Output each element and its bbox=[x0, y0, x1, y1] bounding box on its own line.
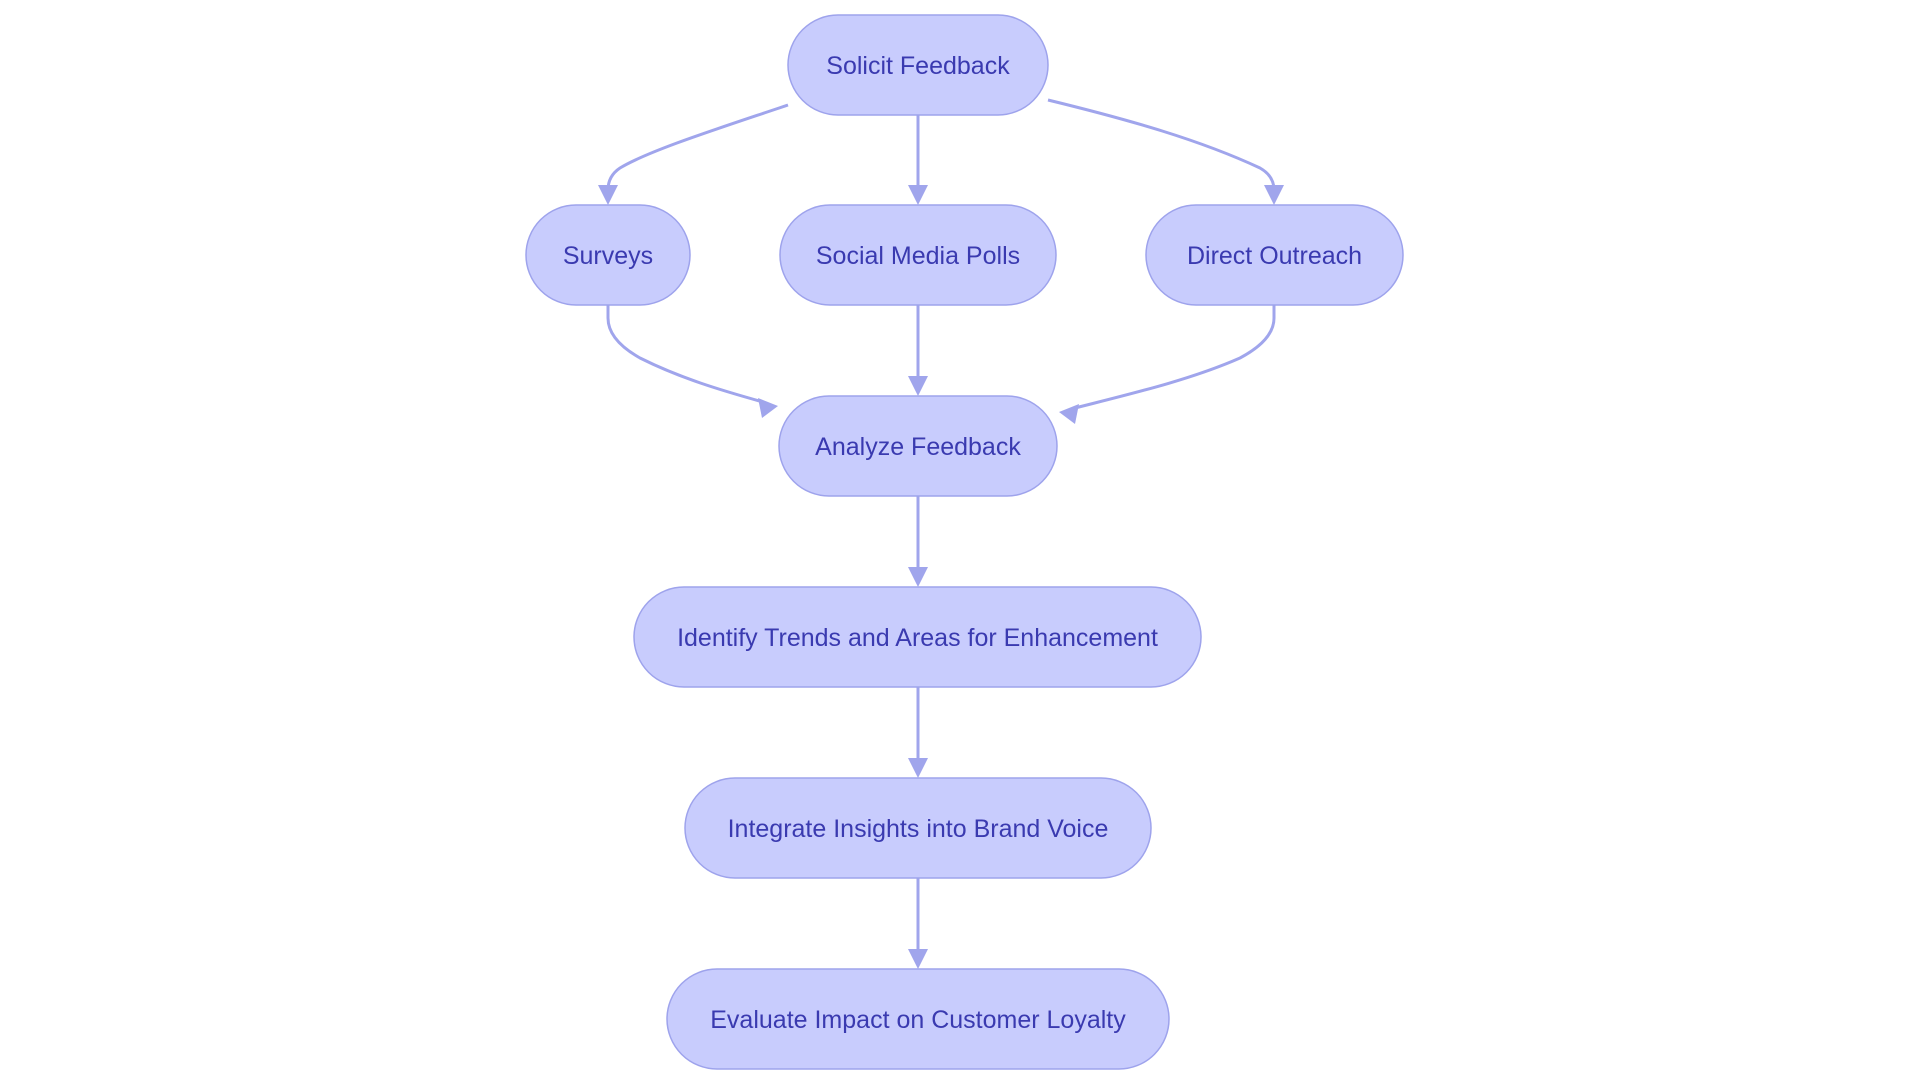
node-box bbox=[633, 586, 1202, 688]
node-label: Surveys bbox=[563, 242, 653, 270]
edges-layer bbox=[598, 98, 1284, 969]
node-box bbox=[525, 204, 691, 306]
edge-solicit-outreach bbox=[1047, 98, 1284, 205]
edge-outreach-analyze bbox=[1059, 305, 1276, 424]
edge-identify-integrate bbox=[908, 687, 928, 778]
node-label: Identify Trends and Areas for Enhancemen… bbox=[677, 624, 1158, 652]
edge-line bbox=[1074, 305, 1276, 410]
node-box bbox=[1145, 204, 1404, 306]
arrowhead-icon bbox=[908, 949, 928, 969]
edge-solicit-surveys bbox=[598, 103, 789, 205]
node-analyze: Analyze Feedback bbox=[778, 395, 1058, 497]
arrowhead-icon bbox=[908, 376, 928, 396]
arrowhead-icon bbox=[758, 398, 778, 418]
node-label: Integrate Insights into Brand Voice bbox=[728, 815, 1109, 843]
node-outreach: Direct Outreach bbox=[1145, 204, 1404, 306]
node-label: Direct Outreach bbox=[1187, 242, 1362, 270]
edge-line bbox=[606, 103, 789, 191]
arrowhead-icon bbox=[908, 185, 928, 205]
node-evaluate: Evaluate Impact on Customer Loyalty bbox=[666, 968, 1170, 1070]
arrowhead-icon bbox=[908, 758, 928, 778]
arrowhead-icon bbox=[1264, 185, 1284, 205]
arrowhead-icon bbox=[908, 567, 928, 587]
node-label: Social Media Polls bbox=[816, 242, 1020, 270]
node-social: Social Media Polls bbox=[779, 204, 1057, 306]
node-integrate: Integrate Insights into Brand Voice bbox=[684, 777, 1152, 879]
node-identify: Identify Trends and Areas for Enhancemen… bbox=[633, 586, 1202, 688]
node-box bbox=[787, 14, 1049, 116]
node-surveys: Surveys bbox=[525, 204, 691, 306]
edge-integrate-evaluate bbox=[908, 878, 928, 969]
node-label: Solicit Feedback bbox=[826, 52, 1010, 80]
node-solicit: Solicit Feedback bbox=[787, 14, 1049, 116]
edge-surveys-analyze bbox=[606, 305, 778, 418]
edge-analyze-identify bbox=[908, 496, 928, 587]
edge-line bbox=[1047, 98, 1276, 191]
arrowhead-icon bbox=[1059, 404, 1079, 424]
node-box bbox=[778, 395, 1058, 497]
edge-solicit-social bbox=[908, 115, 928, 205]
arrowhead-icon bbox=[598, 185, 618, 205]
node-label: Evaluate Impact on Customer Loyalty bbox=[710, 1006, 1126, 1034]
node-box bbox=[684, 777, 1152, 879]
node-label: Analyze Feedback bbox=[815, 433, 1021, 461]
node-box bbox=[666, 968, 1170, 1070]
edge-line bbox=[606, 305, 764, 404]
edge-social-analyze bbox=[908, 305, 928, 396]
node-box bbox=[779, 204, 1057, 306]
